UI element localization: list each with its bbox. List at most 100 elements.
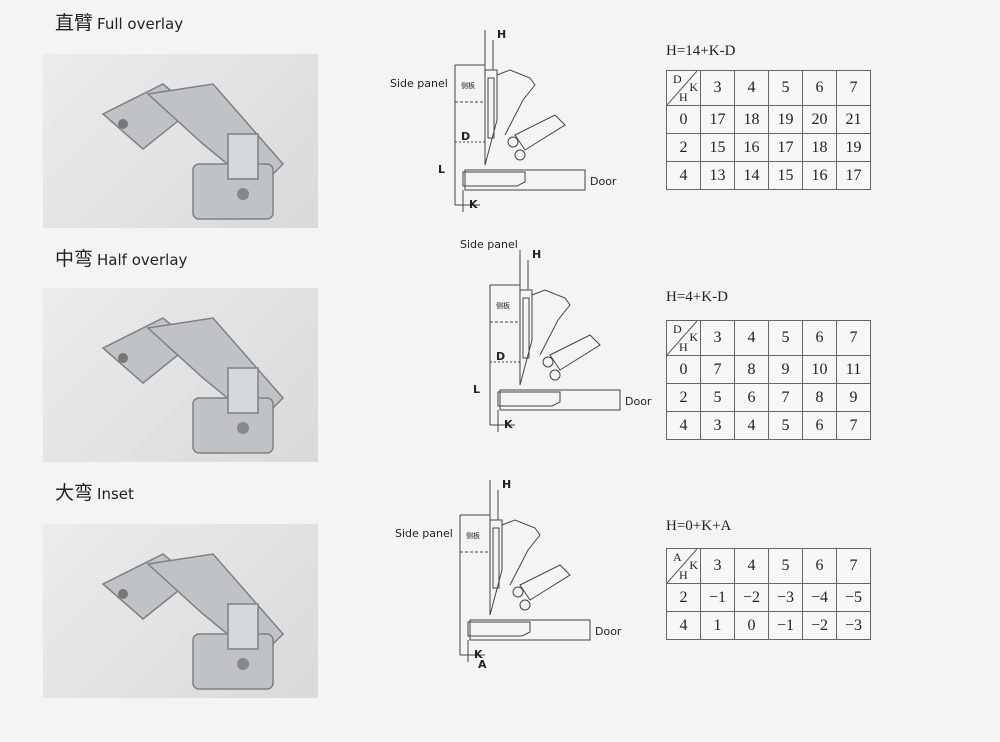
table-cell: 3 xyxy=(700,411,735,440)
column-header: 4 xyxy=(734,320,769,356)
k-label: K xyxy=(474,648,483,661)
table-cell: 5 xyxy=(768,411,803,440)
table-cell: 14 xyxy=(734,161,769,190)
table-cell: 20 xyxy=(802,105,837,134)
hinge-image xyxy=(101,553,285,690)
table-cell: −5 xyxy=(836,583,871,612)
table-cell: −4 xyxy=(802,583,837,612)
row-header: 0 xyxy=(666,105,701,134)
row-header: 4 xyxy=(666,611,701,640)
column-header: 5 xyxy=(768,70,803,106)
table-cell: 17 xyxy=(768,133,803,162)
table-cell: 4 xyxy=(734,411,769,440)
table-cell: 7 xyxy=(768,383,803,412)
table-cell: −1 xyxy=(768,611,803,640)
hinge-photo-inset xyxy=(43,524,318,698)
title-en: Half overlay xyxy=(97,251,188,269)
row-header: 2 xyxy=(666,583,701,612)
d-label: D xyxy=(461,130,470,143)
table-cell: −1 xyxy=(700,583,735,612)
column-header: 6 xyxy=(802,320,837,356)
title-en: Full overlay xyxy=(97,15,184,33)
column-header: 6 xyxy=(802,548,837,584)
hinge-photo-full-overlay xyxy=(43,54,318,228)
table-cell: 13 xyxy=(700,161,735,190)
l-label: L xyxy=(438,163,445,176)
table-cell: 15 xyxy=(768,161,803,190)
table-cell: 6 xyxy=(734,383,769,412)
column-header: 7 xyxy=(836,548,871,584)
table-cell: 15 xyxy=(700,133,735,162)
door-label: Door xyxy=(590,175,617,188)
hinge-image xyxy=(101,83,285,220)
d-label: D xyxy=(496,350,505,363)
side-panel-label: Side panel xyxy=(460,238,518,251)
formula: H=14+K-D xyxy=(666,43,736,59)
table-cell: 6 xyxy=(802,411,837,440)
k-label: K xyxy=(504,418,513,431)
side-panel-label: Side panel xyxy=(395,527,453,540)
table-cell: −2 xyxy=(802,611,837,640)
title-cn: 中弯 xyxy=(55,248,94,270)
table-cell: 1 xyxy=(700,611,735,640)
column-header: 4 xyxy=(734,548,769,584)
table-cell: 0 xyxy=(734,611,769,640)
title-cn: 直臂 xyxy=(55,12,94,34)
table-cell: 5 xyxy=(700,383,735,412)
table-cell: 9 xyxy=(768,355,803,384)
table-cell: −3 xyxy=(768,583,803,612)
a-label: A xyxy=(478,658,487,671)
side-panel-cn-label: 侧板 xyxy=(461,81,475,90)
table-cell: 17 xyxy=(836,161,871,190)
side-panel-cn-label: 侧板 xyxy=(466,531,480,540)
side-panel-label: Side panel xyxy=(390,77,448,90)
table-cell: 19 xyxy=(836,133,871,162)
column-header: 7 xyxy=(836,320,871,356)
table-cell: 16 xyxy=(734,133,769,162)
row-header: 2 xyxy=(666,383,701,412)
column-header: 5 xyxy=(768,548,803,584)
formula: H=0+K+A xyxy=(666,518,732,534)
door-label: Door xyxy=(595,625,622,638)
table-cell: 18 xyxy=(802,133,837,162)
side-panel-cn-label: 侧板 xyxy=(496,301,510,310)
column-header: 7 xyxy=(836,70,871,106)
h-label: H xyxy=(497,28,506,41)
table-cell: 18 xyxy=(734,105,769,134)
l-label: L xyxy=(473,383,480,396)
h-label: H xyxy=(532,248,541,261)
table-cell: 11 xyxy=(836,355,871,384)
column-header: 6 xyxy=(802,70,837,106)
title-en: Inset xyxy=(97,485,134,503)
table-cell: 19 xyxy=(768,105,803,134)
row-header: 4 xyxy=(666,161,701,190)
table-cell: 10 xyxy=(802,355,837,384)
table-cell: 17 xyxy=(700,105,735,134)
h-label: H xyxy=(502,478,511,491)
row-header: 0 xyxy=(666,355,701,384)
k-label: K xyxy=(469,198,478,211)
row-header: 2 xyxy=(666,133,701,162)
table-cell: 9 xyxy=(836,383,871,412)
table-cell: 7 xyxy=(700,355,735,384)
title-cn: 大弯 xyxy=(55,482,94,504)
table-cell: 8 xyxy=(734,355,769,384)
